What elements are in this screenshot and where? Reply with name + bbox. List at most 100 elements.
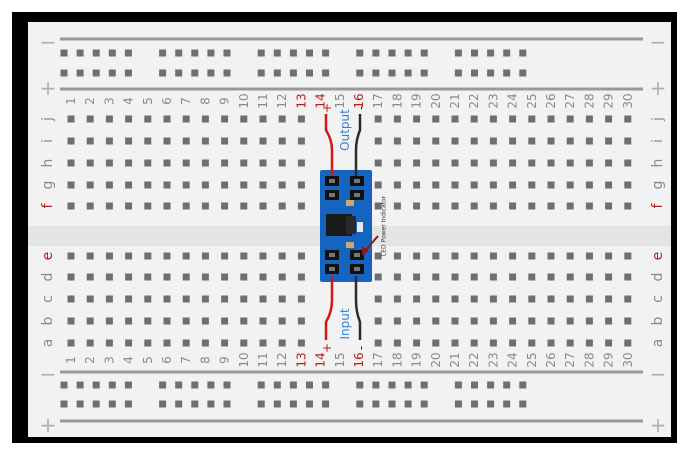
bottom-grid-hole: [67, 252, 75, 260]
top-grid-hole: [393, 159, 401, 167]
top-grid-hole: [86, 202, 94, 210]
header-pin-hole: [329, 267, 335, 271]
top-grid-hole: [413, 137, 421, 145]
led-indicator-label: LED Power Indicator: [381, 195, 388, 256]
bottom-column-number: 15: [333, 352, 347, 367]
bottom-grid-hole: [182, 295, 190, 303]
bottom-rail-hole: [487, 400, 495, 408]
top-grid-hole: [470, 181, 478, 189]
bottom-grid-hole: [67, 295, 75, 303]
bottom-rail-hole: [388, 400, 396, 408]
bottom-grid-hole: [489, 317, 497, 325]
bottom-grid-hole: [566, 317, 574, 325]
bottom-column-number: 11: [256, 352, 270, 367]
top-column-number: 13: [294, 93, 308, 108]
top-grid-hole: [259, 115, 267, 123]
bottom-grid-hole: [221, 317, 229, 325]
top-grid-hole: [144, 137, 152, 145]
top-grid-hole: [413, 115, 421, 123]
bottom-rail-hole: [503, 381, 511, 389]
bottom-grid-hole: [86, 339, 94, 347]
bottom-grid-hole: [105, 273, 113, 281]
bottom-grid-hole: [528, 273, 536, 281]
top-rail-hole: [223, 69, 231, 77]
bottom-rail-hole: [306, 400, 313, 408]
top-grid-hole: [105, 181, 113, 189]
top-grid-hole: [451, 202, 459, 210]
top-column-number: 29: [602, 93, 616, 108]
bottom-rail-hole: [76, 381, 84, 389]
top-grid-hole: [201, 202, 209, 210]
bottom-column-number: 2: [83, 356, 97, 364]
top-grid-hole: [163, 181, 171, 189]
bottom-grid-hole: [374, 295, 382, 303]
bottom-rail-hole: [124, 400, 132, 408]
bottom-rail-hole: [519, 400, 527, 408]
bottom-rail-hole: [519, 381, 527, 389]
top-grid-hole: [374, 115, 382, 123]
bottom-grid-hole: [470, 252, 478, 260]
top-grid-hole: [470, 202, 478, 210]
top-rail-hole: [289, 69, 297, 77]
bottom-grid-hole: [489, 273, 497, 281]
bottom-rail-hole: [487, 381, 495, 389]
top-column-number: 26: [544, 93, 558, 108]
bottom-grid-hole: [86, 317, 94, 325]
top-rail-hole: [420, 69, 428, 77]
top-grid-hole: [509, 115, 517, 123]
top-grid-hole: [509, 202, 517, 210]
header-pin-hole: [329, 179, 335, 183]
bottom-grid-hole: [509, 273, 517, 281]
top-grid-hole: [374, 202, 382, 210]
bottom-grid-hole: [163, 295, 171, 303]
bottom-grid-hole: [201, 252, 209, 260]
top-rail-hole: [420, 49, 428, 57]
top-row-letter: f: [40, 202, 56, 208]
bottom-grid-hole: [451, 273, 459, 281]
top-column-number: 8: [198, 97, 212, 105]
top-grid-hole: [105, 202, 113, 210]
top-column-number: 2: [83, 97, 97, 105]
bottom-grid-hole: [259, 295, 267, 303]
top-grid-hole: [221, 137, 229, 145]
top-grid-hole: [451, 181, 459, 189]
top-grid-hole: [221, 115, 229, 123]
top-column-number: 11: [256, 93, 270, 108]
bottom-rail-hole: [191, 381, 199, 389]
bottom-grid-hole: [105, 295, 113, 303]
top-grid-hole: [624, 115, 632, 123]
top-grid-hole: [278, 115, 286, 123]
bottom-column-number: 19: [410, 352, 424, 367]
bottom-grid-hole: [374, 273, 382, 281]
top-column-number: 19: [410, 93, 424, 108]
bottom-rail-hole: [420, 400, 428, 408]
top-grid-hole: [393, 181, 401, 189]
bottom-column-number: 27: [563, 352, 577, 367]
top-column-number: 28: [582, 93, 596, 108]
bottom-row-letter: c: [650, 295, 666, 303]
bottom-grid-hole: [432, 273, 440, 281]
top-column-number: 21: [448, 93, 462, 108]
top-rail-hole: [273, 49, 281, 57]
bottom-rail-hole: [191, 400, 199, 408]
bottom-column-number: 12: [275, 352, 289, 367]
bottom-grid-hole: [67, 339, 75, 347]
top-grid-hole: [624, 181, 632, 189]
bottom-grid-hole: [624, 339, 632, 347]
bottom-grid-hole: [374, 339, 382, 347]
top-rail-hole: [273, 69, 281, 77]
bottom-grid-hole: [297, 317, 305, 325]
bottom-rail-hole: [273, 381, 281, 389]
top-grid-hole: [86, 181, 94, 189]
bottom-row-letter: b: [40, 316, 56, 325]
top-grid-hole: [240, 181, 248, 189]
top-grid-hole: [528, 159, 536, 167]
header-pin-hole: [354, 179, 360, 183]
top-rail-hole: [356, 69, 364, 77]
bottom-grid-hole: [624, 252, 632, 260]
top-grid-hole: [144, 181, 152, 189]
bottom-grid-hole: [509, 252, 517, 260]
bottom-grid-hole: [470, 273, 478, 281]
bottom-grid-hole: [432, 339, 440, 347]
